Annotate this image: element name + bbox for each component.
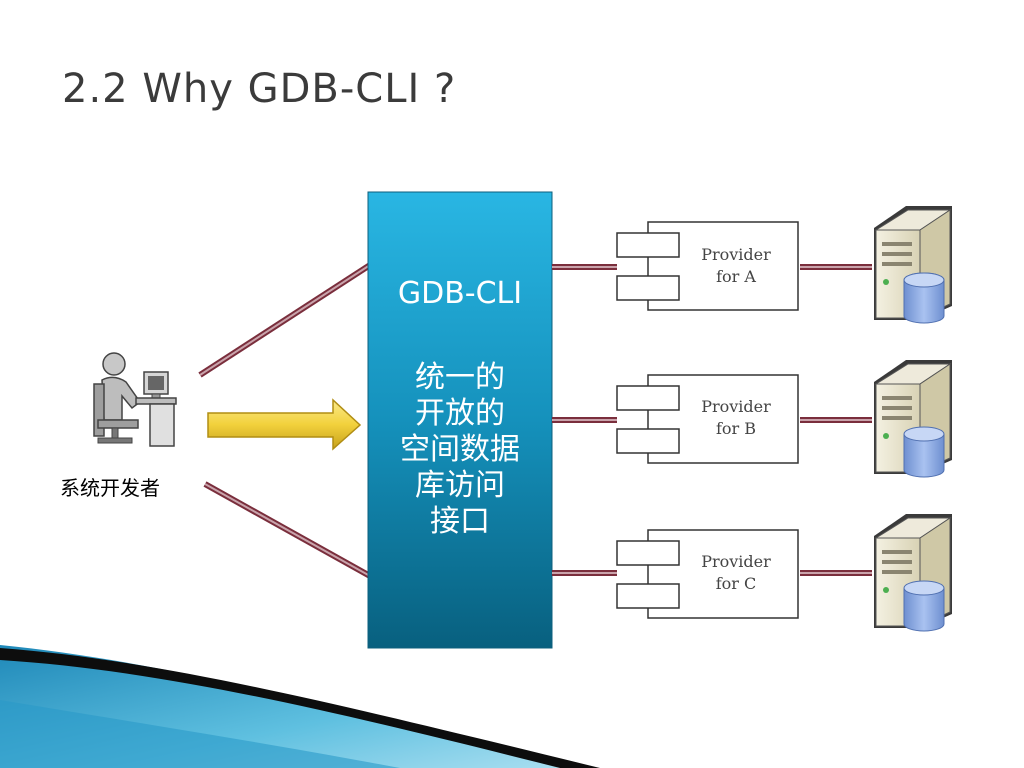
provider-a-component-icon (616, 221, 799, 311)
developer-at-computer-icon (93, 352, 177, 447)
provider-label-line1: Provider (701, 397, 771, 416)
provider-a-label: Provider for A (676, 244, 796, 288)
connector-dev-bottom (203, 481, 372, 579)
gdb-desc-line: 接口 (430, 504, 490, 539)
gdb-cli-description: 统一的 开放的 空间数据 库访问 接口 (368, 360, 552, 540)
provider-label-line2: for C (715, 574, 757, 593)
connector-dev-top (198, 262, 372, 378)
provider-label-line2: for A (716, 267, 756, 286)
provider-label-line1: Provider (701, 245, 771, 264)
server-b-icon (874, 360, 952, 478)
server-a-icon (874, 206, 952, 324)
gdb-desc-line: 空间数据 (400, 432, 520, 467)
provider-label-line2: for B (715, 419, 757, 438)
provider-c-label: Provider for C (676, 551, 796, 595)
provider-b-label: Provider for B (676, 396, 796, 440)
developer-label: 系统开发者 (60, 476, 160, 500)
gdb-cli-title: GDB-CLI (397, 276, 523, 311)
gdb-desc-line: 开放的 (415, 396, 505, 431)
yellow-arrow-icon (207, 398, 362, 451)
provider-label-line1: Provider (701, 552, 771, 571)
provider-b-component-icon (616, 374, 799, 464)
gdb-desc-line: 统一的 (415, 360, 505, 395)
slide-title: 2.2 Why GDB-CLI ? (62, 66, 457, 112)
provider-c-component-icon (616, 529, 799, 619)
server-c-icon (874, 514, 952, 632)
gdb-desc-line: 库访问 (415, 468, 505, 503)
